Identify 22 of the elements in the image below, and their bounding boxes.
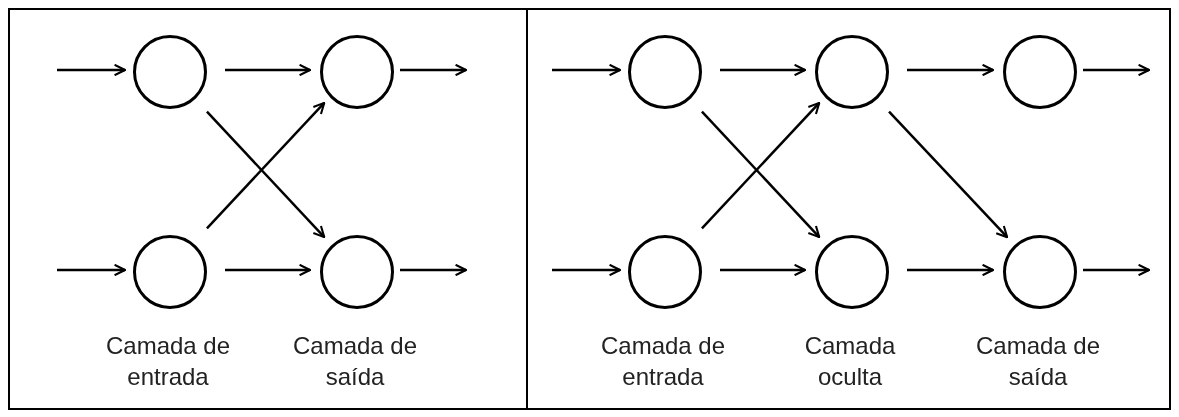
layer-label: Camada de entrada [104,331,232,392]
arrow [400,63,468,77]
layer-label: Camada de saída [974,331,1102,392]
arrow [57,263,127,277]
arrow [720,263,807,277]
layer-label: Camada oculta [803,331,897,392]
arrow [400,263,468,277]
panel-box [8,8,528,410]
arrow [552,63,622,77]
arrow [1083,63,1151,77]
arrow [888,110,1009,239]
panel-box [526,8,1171,410]
arrow [907,263,995,277]
arrow [720,63,807,77]
arrow [552,263,622,277]
layer-label: Camada de entrada [599,331,727,392]
arrow [225,63,312,77]
layer-label: Camada de saída [291,331,419,392]
arrow [1083,263,1151,277]
arrow [907,63,995,77]
arrow [57,63,127,77]
arrow [225,263,312,277]
